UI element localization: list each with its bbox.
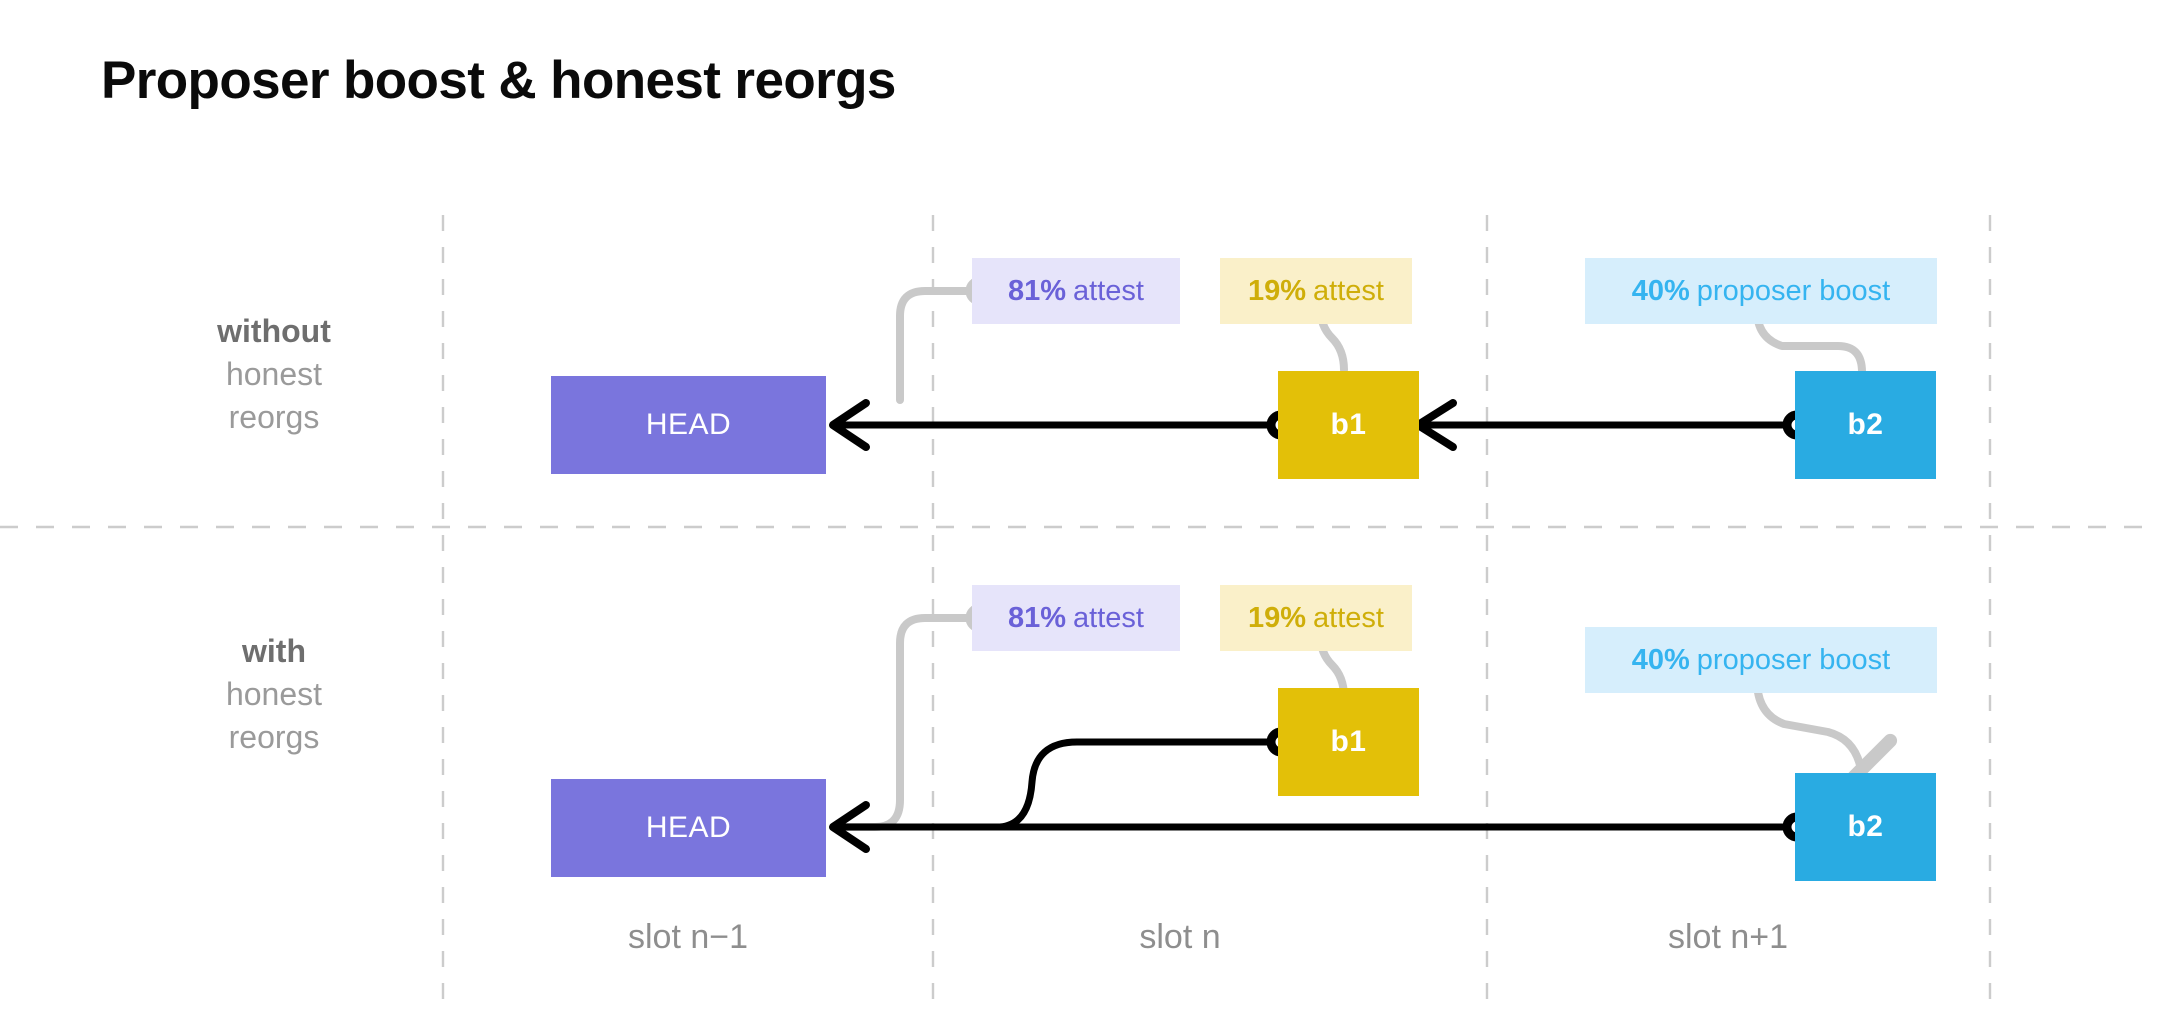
row-label-without-line1: without bbox=[217, 313, 331, 349]
badge-attest-81-row1: 81% attest bbox=[972, 258, 1180, 324]
row-label-with-line1: with bbox=[242, 633, 306, 669]
row-label-without-line2: honest bbox=[225, 356, 323, 392]
badge-boost-40-row2-text: proposer boost bbox=[1696, 643, 1891, 676]
page-title: Proposer boost & honest reorgs bbox=[101, 51, 896, 110]
block-head-row1[interactable]: HEAD bbox=[551, 376, 826, 474]
badge-attest-81-row2-pct: 81% bbox=[1008, 601, 1067, 634]
edge-b2-to-head-row2 bbox=[829, 801, 1812, 853]
row-label-with: with honest reorgs bbox=[114, 630, 434, 759]
badge-attest-81-row1-pct: 81% bbox=[1008, 274, 1067, 307]
badge-attest-19-row2-pct: 19% bbox=[1248, 601, 1307, 634]
slot-gridlines bbox=[441, 215, 1992, 1000]
edge-b1-to-head-row1 bbox=[829, 399, 1296, 451]
row-label-without: without honest reorgs bbox=[114, 310, 434, 439]
edge-b1-branch-row2 bbox=[996, 727, 1296, 831]
block-b1-row1[interactable]: b1 bbox=[1278, 371, 1419, 479]
block-head-row2[interactable]: HEAD bbox=[551, 779, 826, 877]
connector-attest81-row2 bbox=[842, 603, 995, 831]
badge-attest-81-row1-text: attest bbox=[1073, 274, 1144, 307]
badge-boost-40-row1: 40% proposer boost bbox=[1585, 258, 1937, 324]
badge-attest-19-row1-pct: 19% bbox=[1248, 274, 1307, 307]
badge-attest-19-row2: 19% attest bbox=[1220, 585, 1412, 651]
badge-boost-40-row1-text: proposer boost bbox=[1696, 274, 1891, 307]
badge-boost-40-row1-pct: 40% bbox=[1631, 274, 1690, 307]
badge-attest-19-row1-text: attest bbox=[1313, 274, 1384, 307]
block-b2-row2[interactable]: b2 bbox=[1795, 773, 1936, 881]
edge-b2-to-b1-row1 bbox=[1414, 399, 1812, 451]
badge-attest-19-row2-text: attest bbox=[1313, 601, 1384, 634]
block-b2-row1[interactable]: b2 bbox=[1795, 371, 1936, 479]
badge-attest-81-row2: 81% attest bbox=[972, 585, 1180, 651]
slot-label-n: slot n bbox=[1139, 918, 1221, 956]
slot-label-prev: slot n−1 bbox=[627, 918, 749, 956]
row-label-with-line3: reorgs bbox=[228, 719, 320, 755]
slot-label-next: slot n+1 bbox=[1667, 918, 1789, 956]
badge-attest-81-row2-text: attest bbox=[1073, 601, 1144, 634]
badge-boost-40-row2-pct: 40% bbox=[1631, 643, 1690, 676]
block-b1-row2[interactable]: b1 bbox=[1278, 688, 1419, 796]
row-label-with-line2: honest bbox=[225, 676, 323, 712]
badge-attest-19-row1: 19% attest bbox=[1220, 258, 1412, 324]
row-label-without-line3: reorgs bbox=[228, 399, 320, 435]
badge-boost-40-row2: 40% proposer boost bbox=[1585, 627, 1937, 693]
